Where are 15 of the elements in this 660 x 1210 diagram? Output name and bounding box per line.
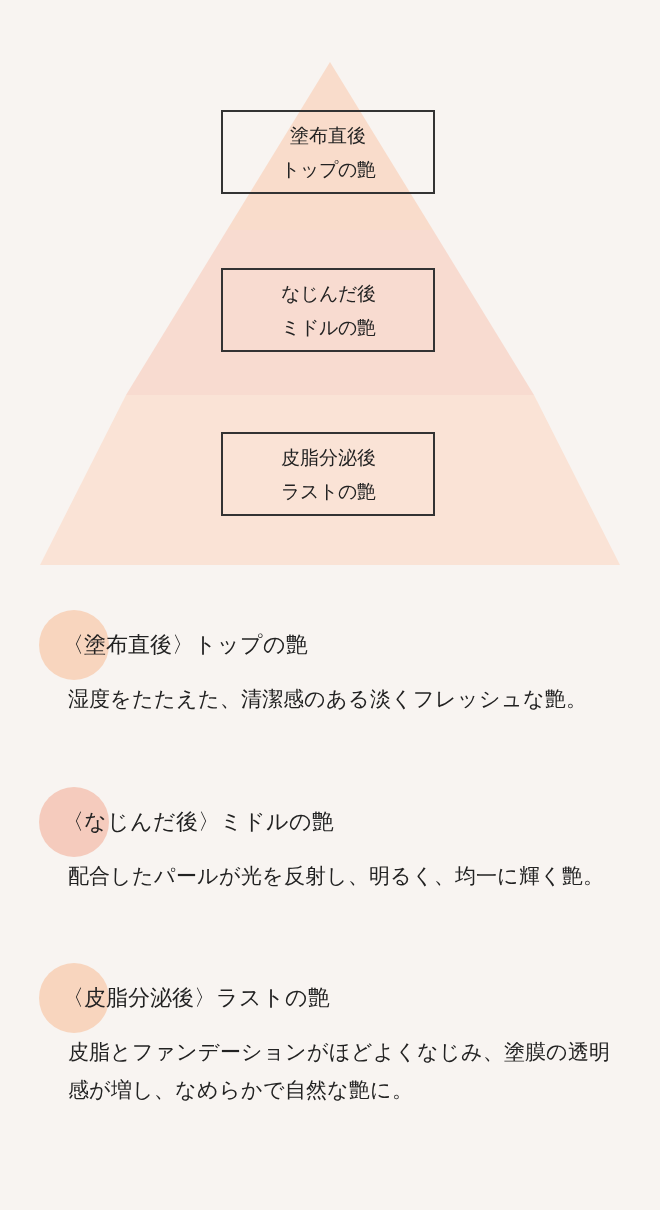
- box-text: ラストの艶: [280, 479, 376, 504]
- text-box: [221, 110, 435, 194]
- section-heading: 〈皮脂分泌後〉ラストの艶: [62, 984, 330, 1012]
- box-text: 塗布直後: [290, 123, 366, 148]
- text-box: [221, 432, 435, 516]
- description-text: 湿度をたたえた、清潔感のある淡くフレッシュな艶。: [68, 686, 588, 713]
- section-heading: 〈なじんだ後〉ミドルの艶: [62, 808, 334, 836]
- box-text: ミドルの艶: [280, 315, 376, 340]
- section-heading: 〈塗布直後〉トップの艶: [62, 631, 308, 659]
- box-text: トップの艶: [280, 157, 376, 182]
- description-text: 皮脂とファンデーションがほどよくなじみ、塗膜の透明感が増し、なめらかで自然な艶に。: [68, 1039, 611, 1104]
- box-text: 皮脂分泌後: [280, 445, 376, 470]
- text-box: [221, 268, 435, 352]
- description-text: 配合したパールが光を反射し、明るく、均一に輝く艶。: [68, 863, 605, 890]
- box-text: なじんだ後: [280, 281, 376, 306]
